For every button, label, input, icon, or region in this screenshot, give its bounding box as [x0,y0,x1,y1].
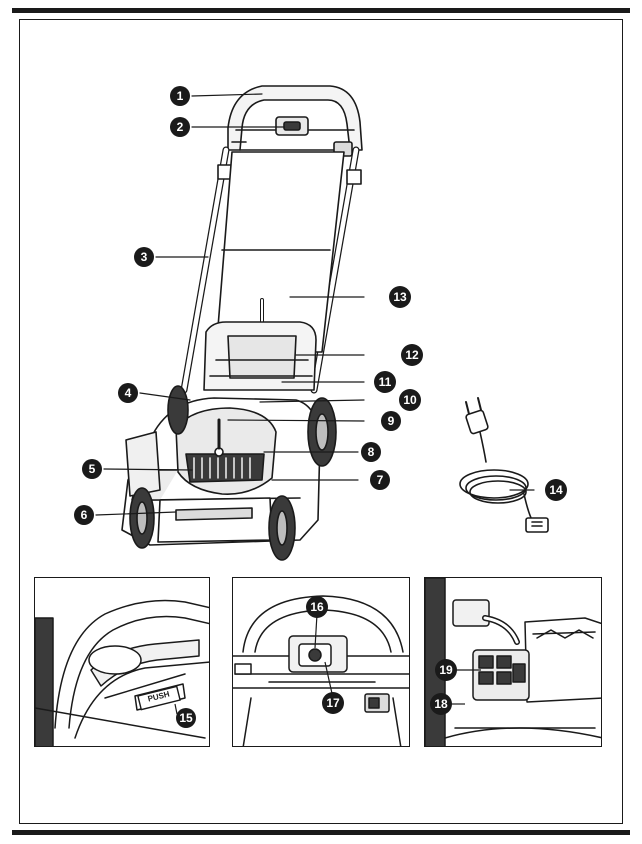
callout-17: 17 [322,692,344,714]
svg-text:14: 14 [549,483,563,497]
top-rule [12,8,630,13]
callout-14: 14 [545,479,567,501]
charger-cord [459,397,549,533]
inset-battery-compartment: 19 18 [424,577,602,747]
leader-lines [95,93,535,516]
inset-battery-compartment-drawing: 19 18 [425,578,601,746]
callout-11: 11 [374,371,396,393]
inset-handle-push: PUSH 15 [34,577,210,747]
svg-text:6: 6 [81,508,88,522]
callout-5: 5 [82,459,102,479]
callouts: 1 2 3 13 12 11 4 10 9 8 7 5 6 14 [74,86,567,525]
page-frame [19,19,623,824]
callout-1: 1 [170,86,190,106]
callout-4: 4 [118,383,138,403]
svg-text:15: 15 [179,711,193,725]
svg-text:16: 16 [310,600,324,614]
inset-handle-switch-drawing: 16 17 [233,595,409,746]
svg-text:7: 7 [377,473,384,487]
callout-16: 16 [306,596,328,618]
svg-text:8: 8 [368,445,375,459]
bottom-rule [12,830,630,835]
svg-text:9: 9 [388,414,395,428]
svg-text:18: 18 [434,697,448,711]
inset-handle-push-drawing: PUSH 15 [35,599,209,746]
svg-text:13: 13 [393,290,407,304]
callout-9: 9 [381,411,401,431]
svg-text:12: 12 [405,348,419,362]
handle-top-grip [227,85,363,157]
callout-10: 10 [399,389,421,411]
callout-6: 6 [74,505,94,525]
svg-text:2: 2 [177,120,184,134]
svg-text:19: 19 [439,663,453,677]
callout-8: 8 [361,442,381,462]
svg-text:3: 3 [141,250,148,264]
wheels [129,385,337,561]
mower-deck [121,397,321,546]
svg-text:11: 11 [379,375,392,389]
inset-handle-switch: 16 17 [232,577,410,747]
callout-13: 13 [389,286,411,308]
callout-2: 2 [170,117,190,137]
battery-cover [203,321,317,391]
callout-18: 18 [430,693,452,715]
svg-text:1: 1 [177,89,184,103]
callout-12: 12 [401,344,423,366]
push-label-plate: PUSH [137,685,181,711]
callout-19: 19 [435,659,457,681]
callout-3: 3 [134,247,154,267]
svg-text:5: 5 [89,462,96,476]
svg-text:4: 4 [125,386,132,400]
svg-text:17: 17 [326,696,340,710]
callout-7: 7 [370,470,390,490]
callout-15: 15 [176,708,196,728]
svg-text:10: 10 [403,393,417,407]
